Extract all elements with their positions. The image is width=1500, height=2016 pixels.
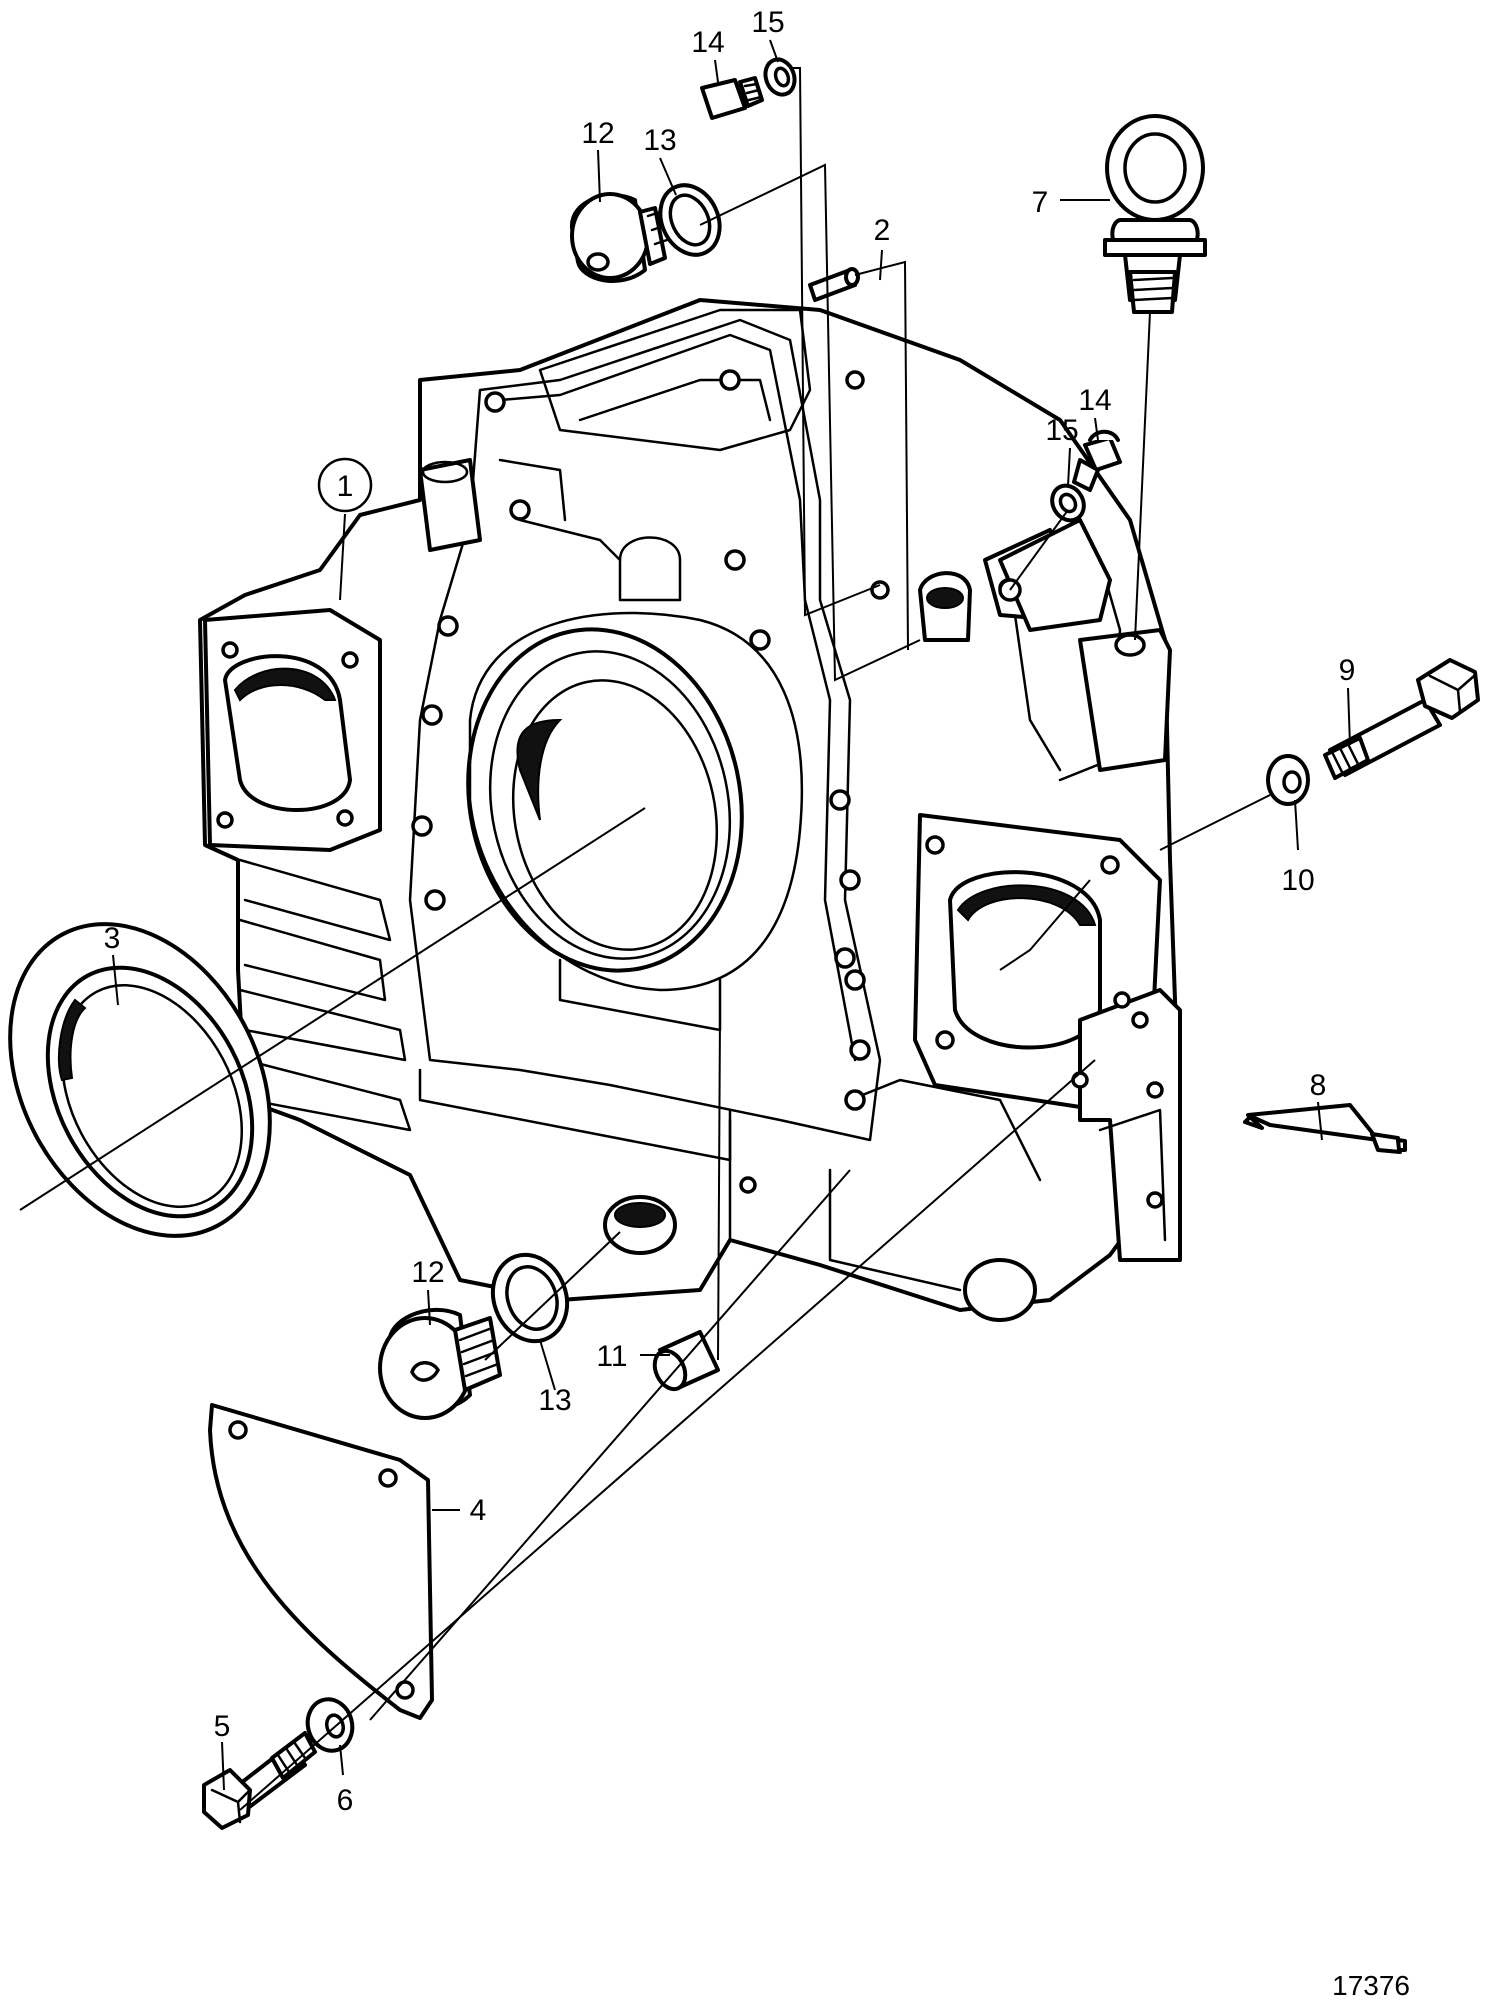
seal-ring-3 <box>8 922 272 1238</box>
callout-2: 2 <box>874 214 891 247</box>
callout-10: 10 <box>1281 864 1314 897</box>
callout-14-top: 14 <box>691 26 724 59</box>
washer-15-top <box>763 57 797 97</box>
sealing-ring-13-lower <box>490 1252 570 1344</box>
callout-12-top: 12 <box>581 117 614 150</box>
cover-plate-4 <box>208 1403 434 1720</box>
plug-14-top <box>700 76 764 120</box>
washer-15-right <box>1050 483 1086 523</box>
callout-4: 4 <box>470 1494 487 1527</box>
flywheel-housing <box>198 298 1182 1322</box>
callout-3: 3 <box>104 922 121 955</box>
callout-1-circle <box>317 457 373 513</box>
bolt-5 <box>202 1731 317 1830</box>
callout-7: 7 <box>1032 186 1049 219</box>
callout-5: 5 <box>214 1710 231 1743</box>
callout-8: 8 <box>1310 1069 1327 1102</box>
plug-12-lower <box>378 1307 502 1420</box>
callout-15-top: 15 <box>751 6 784 39</box>
assembly-lines <box>19 67 1271 1811</box>
washer-6 <box>305 1697 355 1753</box>
callout-11: 11 <box>596 1340 627 1373</box>
sealant-tube-8 <box>1243 1103 1407 1154</box>
dowel-pin-2 <box>808 267 860 302</box>
eye-bolt-7 <box>1103 114 1207 314</box>
callout-1: 1 <box>337 470 354 503</box>
callout-leaders <box>112 39 1351 1791</box>
callout-14-right: 14 <box>1078 384 1111 417</box>
callout-13-top: 13 <box>643 124 676 157</box>
dowel-11 <box>652 1330 720 1392</box>
plug-12-top <box>569 192 669 284</box>
callout-15-right: 15 <box>1045 414 1078 447</box>
washer-10 <box>1266 754 1310 806</box>
callout-12-lower: 12 <box>411 1256 444 1289</box>
callout-6: 6 <box>337 1784 354 1817</box>
bolt-9 <box>1323 658 1480 780</box>
sealing-ring-13-top <box>658 183 722 257</box>
figure-number: 17376 <box>1332 1970 1410 2001</box>
callout-9: 9 <box>1339 654 1356 687</box>
callout-13-lower: 13 <box>538 1384 571 1417</box>
